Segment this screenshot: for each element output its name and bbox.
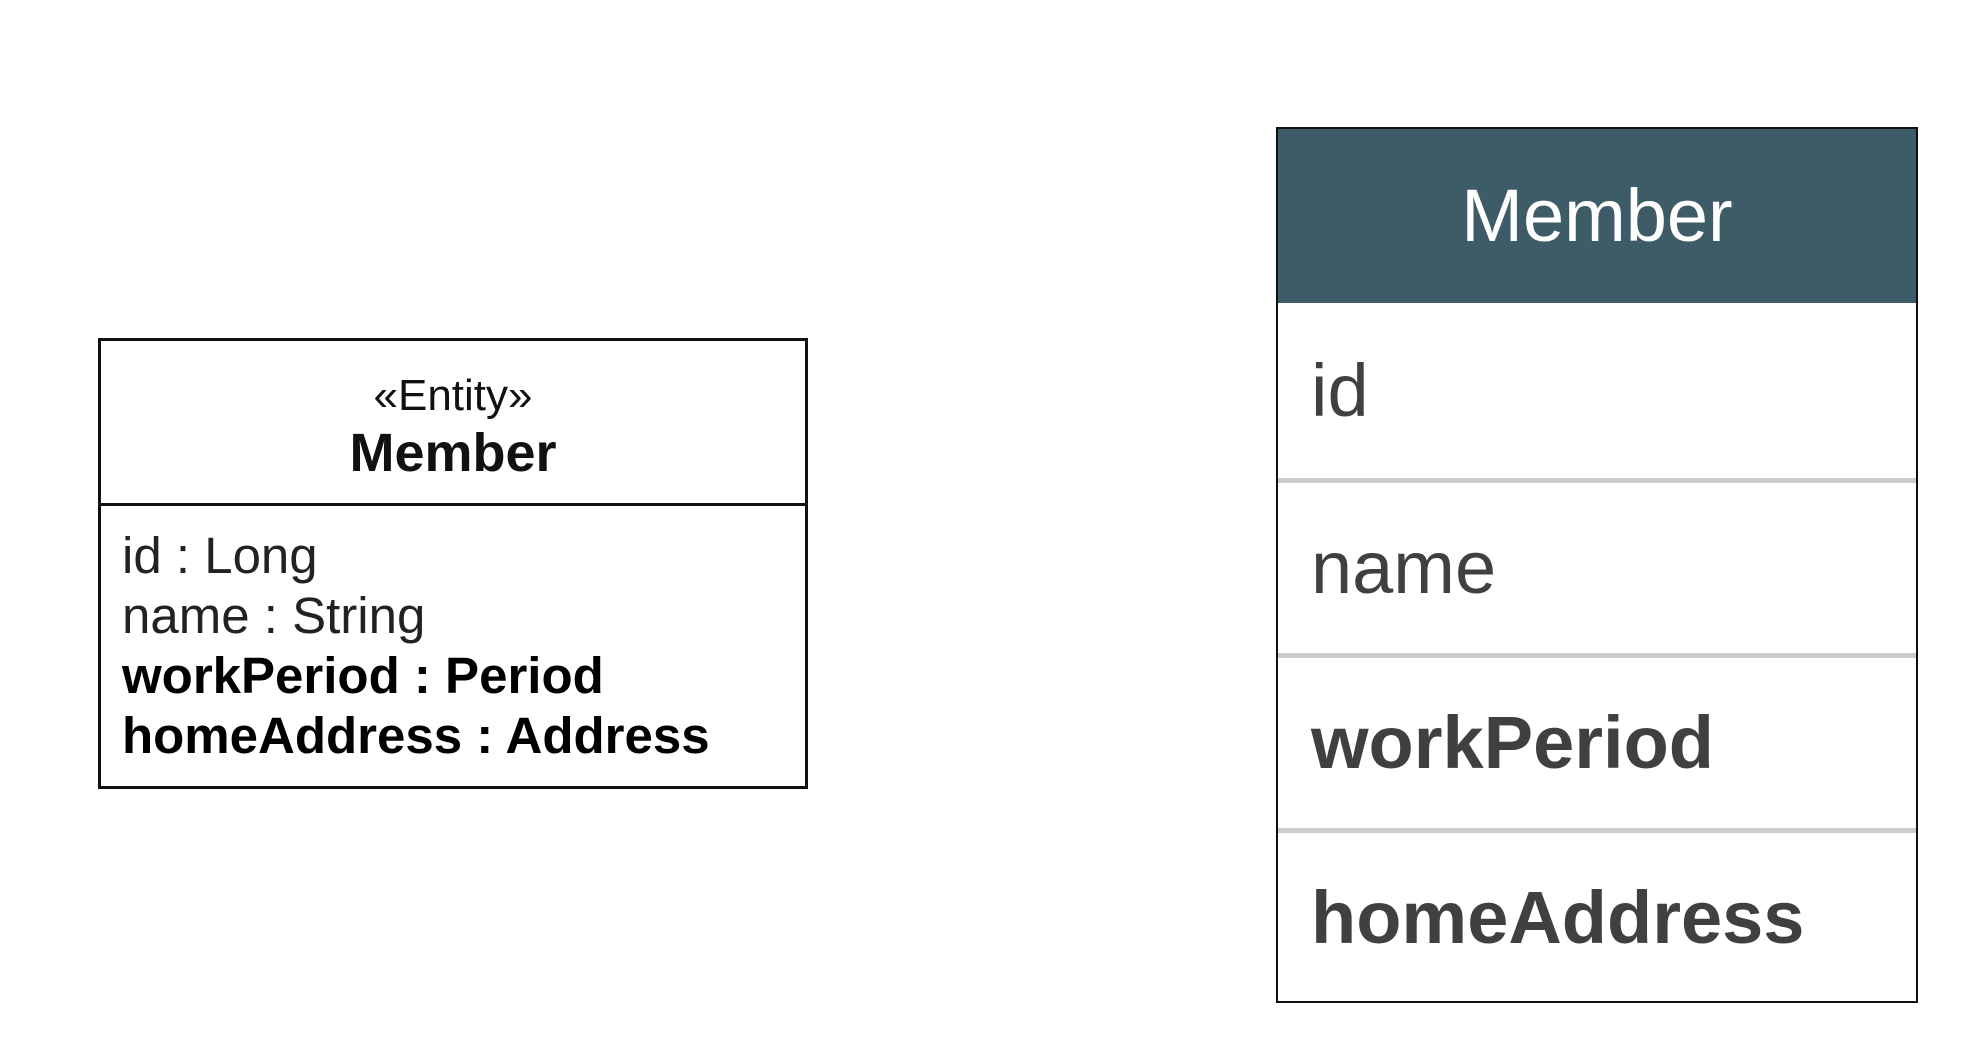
uml-attribute-list: id : Long name : String workPeriod : Per…	[101, 506, 805, 766]
uml-attribute-name: name : String	[122, 587, 426, 644]
uml-class-name: Member	[349, 423, 557, 483]
uml-attribute-home-address: homeAddress : Address	[122, 707, 710, 764]
table-column-id: id	[1311, 349, 1369, 432]
uml-class-box: «Entity» Member id : Long name : String …	[98, 338, 808, 789]
uml-attribute-work-period: workPeriod : Period	[122, 647, 604, 704]
uml-class-header: «Entity» Member	[101, 341, 805, 506]
uml-attribute-id: id : Long	[122, 527, 318, 584]
uml-stereotype: «Entity»	[373, 371, 533, 420]
table-column-name: name	[1278, 478, 1916, 653]
table-column-work-period: workPeriod	[1278, 653, 1916, 828]
table-column-home-address: homeAddress	[1278, 828, 1916, 1003]
table-header: Member	[1278, 129, 1916, 303]
table-entity-box: Member id name workPeriod homeAddress	[1276, 127, 1918, 1003]
